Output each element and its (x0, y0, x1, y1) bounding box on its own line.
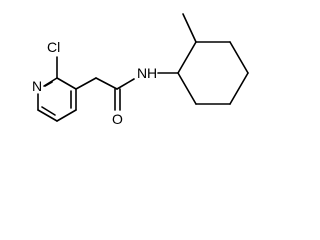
bond-chex-4 (229, 72, 249, 105)
bond-chex-1 (177, 41, 197, 74)
amide-hydrogen-label: H (147, 65, 157, 81)
bond-c5-c6 (37, 109, 58, 122)
bond-ccarbonyl-n (116, 78, 135, 90)
bond-methyl (182, 13, 197, 43)
bond-c5-c6-inner (41, 106, 56, 116)
chlorine-label: Cl (47, 39, 60, 55)
bond-c2-n-inner (44, 81, 53, 87)
bond-c3-ccarbonyl (75, 77, 97, 90)
bond-chex-3 (229, 41, 249, 74)
pyridine-nitrogen-label: N (32, 78, 42, 94)
structure-drawing: Cl N N H O (32, 13, 249, 127)
amide-nitrogen-label: N (137, 65, 147, 81)
bond-c4-c5 (56, 109, 77, 122)
molecule-svg: Cl N N H O (32, 13, 249, 127)
carbonyl-oxygen-label: O (112, 111, 123, 127)
bond-chex-6 (177, 72, 197, 105)
bond-c2-c3 (56, 77, 77, 90)
bond-ccarbonyl-c3link (95, 77, 118, 90)
